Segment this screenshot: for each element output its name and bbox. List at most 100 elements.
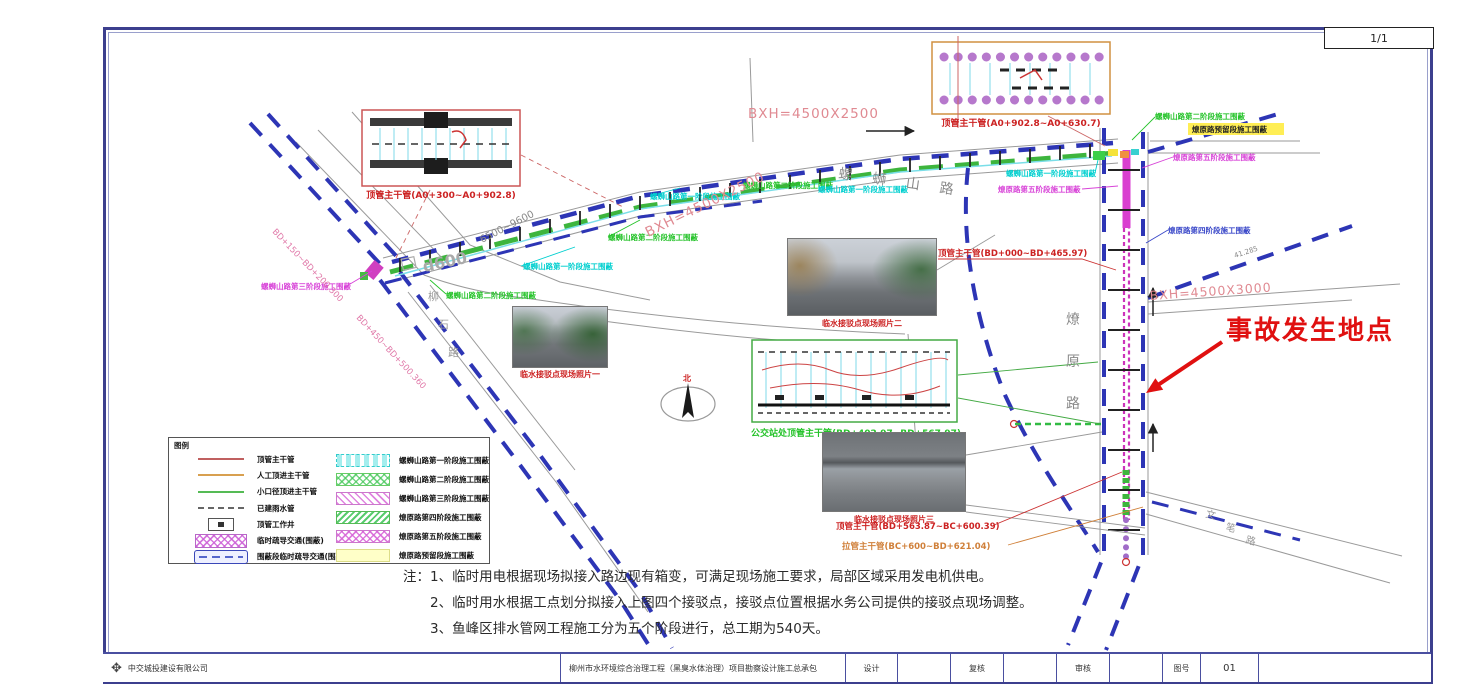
title-block: ✥ 中交城投建设有限公司 柳州市水环境综合治理工程（黑臭水体治理）项目勘察设计施… <box>103 652 1431 682</box>
road-name-branch-char: 笔 <box>1224 520 1237 535</box>
chainage-label: BD+150~BD+200.300 <box>270 227 345 304</box>
legend-item: 顶管主干管 <box>193 451 343 467</box>
phase3-hatch-symbol <box>335 492 391 505</box>
photo-caption: 临水接驳点现场照片一 <box>520 370 600 379</box>
phase-callout: 螺蛳山路第一阶段施工围蔽 <box>523 261 613 271</box>
legend-label: 螺蛳山路第一阶段施工围蔽 <box>399 456 489 465</box>
phase-callout: 螺蛳山路第一阶段施工围蔽 <box>650 191 740 201</box>
note-line: 3、鱼峰区排水管网工程施工分为五个阶段进行，总工期为540天。 <box>430 621 829 637</box>
phase-callout: 螺蛳山路第一阶段施工围蔽 <box>1006 168 1096 178</box>
manual-jacking-pipe-symbol <box>193 474 249 477</box>
review-field-label: 审核 <box>1075 663 1091 673</box>
work-shaft-symbol <box>193 517 249 531</box>
north-compass: 北 <box>660 373 716 422</box>
phase-callout-highlight <box>1188 123 1284 135</box>
phase-callout: 燎原路第五阶段施工围蔽 <box>1173 152 1256 162</box>
phase-callout: 螺蛳山路第三阶段施工围蔽 <box>261 281 351 291</box>
phase5-hatch-symbol <box>335 530 391 543</box>
legend-item: 螺蛳山路第一阶段施工围蔽 <box>335 451 489 470</box>
phase-callout: 螺蛳山路第二阶段施工围蔽 <box>743 180 833 190</box>
drawing-no-label-cell: 图号 <box>1162 654 1200 682</box>
legend-item: 围蔽段临时疏导交通(围蔽) <box>193 549 346 565</box>
road-name-vertical-char: 原 <box>1066 354 1080 370</box>
review-label-cell: 审核 <box>1056 654 1109 682</box>
legend-item: 螺蛳山路第二阶段施工围蔽 <box>335 470 489 489</box>
detail-caption: 顶管主干管(A0+902.8~A0+630.7) <box>941 117 1100 129</box>
phase-callout: 螺蛳山路第二阶段施工围蔽 <box>1155 111 1245 121</box>
pipe-callout: 顶管主干管(BD+563.87~BC+600.39) <box>836 521 1000 532</box>
check-field-label: 复核 <box>969 663 985 673</box>
accident-arrow <box>1146 340 1224 393</box>
drawing-no-value-cell: 01 <box>1200 654 1258 682</box>
phase-callout: 螺蛳山路第二阶段施工围蔽 <box>446 290 536 300</box>
page-number: 1/1 <box>1370 31 1388 45</box>
road-name-left-char: 柳 <box>428 289 439 303</box>
closure-diversion-box-symbol <box>193 549 249 564</box>
legend-item: 小口径顶进主干管 <box>193 484 343 500</box>
legend-label: 顶管工作井 <box>257 519 295 529</box>
legend-item: 燎原路预留段施工围蔽 <box>335 546 487 565</box>
pipe-chainage-callouts: 顶管主干管(BD+000~BD+465.97) 顶管主干管(BD+563.87~… <box>836 248 1144 552</box>
photo-caption: 临水接驳点现场照片二 <box>822 319 902 328</box>
legend-box: 图例 顶管主干管 人工顶进主干管 小口径顶进主干管 已建雨水管 顶管工作井 <box>168 437 490 564</box>
drawing-number: 01 <box>1223 662 1236 674</box>
photo-leader-lines <box>936 234 1146 536</box>
title-block-spare-cell <box>1258 654 1431 682</box>
road-name-vertical-char: 路 <box>1066 396 1080 412</box>
photo-caption: 临水接驳点现场照片三 <box>854 515 934 524</box>
legend-label: 小口径顶进主干管 <box>257 487 317 497</box>
project-cell: 柳州市水环境综合治理工程（黑臭水体治理）项目勘察设计施工总承包 <box>560 654 845 682</box>
road-name-left-char: 石 <box>438 318 449 331</box>
main-jacking-pipeline-green <box>389 150 1116 277</box>
detail-caption: 顶管主干管(A0+300~A0+902.8) <box>366 189 516 201</box>
legend-item: 螺蛳山路第三阶段施工围蔽 <box>335 489 489 508</box>
phase4-hatch-symbol <box>335 511 391 524</box>
legend-item: 燎原路第五阶段施工围蔽 <box>335 527 487 546</box>
chainage-label: BD+450~BD+500.360 <box>354 313 428 391</box>
design-value-cell <box>897 654 950 682</box>
legend-item: 人工顶进主干管 <box>193 467 343 483</box>
phase2-hatch-symbol <box>335 473 391 486</box>
accident-pipeline-magenta <box>1009 150 1131 567</box>
project-name: 柳州市水环境综合治理工程（黑臭水体治理）项目勘察设计施工总承包 <box>569 663 817 673</box>
manhole-ticks-vertical <box>1108 169 1140 531</box>
legend-item: 临时疏导交通(围蔽) <box>193 532 343 548</box>
phase-callout: 燎原路第五阶段施工围蔽 <box>998 184 1081 194</box>
existing-storm-pipe-symbol <box>193 507 249 510</box>
legend-left-column: 顶管主干管 人工顶进主干管 小口径顶进主干管 已建雨水管 顶管工作井 临时疏导交… <box>193 451 346 565</box>
legend-item: 顶管工作井 <box>193 516 343 532</box>
pipe-callout: 拉管主干管(BC+600~BD+621.04) <box>842 541 991 552</box>
legend-label: 螺蛳山路第三阶段施工围蔽 <box>399 494 489 503</box>
company-logo-icon: ✥ <box>111 660 122 676</box>
review-value-cell <box>1109 654 1162 682</box>
legend-label: 已建雨水管 <box>257 503 295 513</box>
company-name: 中交城投建设有限公司 <box>127 663 208 673</box>
construction-notes: 注：1、临时用电根据现场拟接入路边现有箱变，可满足现场施工要求，局部区域采用发电… <box>403 564 1033 642</box>
note-line: 注：1、临时用电根据现场拟接入路边现有箱变，可满足现场施工要求，局部区域采用发电… <box>403 569 993 585</box>
legend-title: 图例 <box>174 441 189 450</box>
phase-callout: 燎原路预留段施工围蔽 <box>1192 124 1267 134</box>
accident-location-label: 事故发生地点 <box>1226 316 1395 346</box>
pipe-callout: 顶管主干管(BD+000~BD+465.97) <box>938 248 1087 259</box>
site-photo-2 <box>787 238 937 316</box>
legend-label: 临时疏导交通(围蔽) <box>257 536 324 546</box>
legend-label: 人工顶进主干管 <box>257 470 310 480</box>
reserved-phase-symbol <box>335 549 391 562</box>
dimension-label: BXH=4500X2500 <box>748 106 879 122</box>
phase-callout: 螺蛳山路第一阶段施工围蔽 <box>818 184 908 194</box>
legend-label: 燎原路第四阶段施工围蔽 <box>399 513 482 522</box>
spot-level-label: 41.285 <box>1233 245 1259 260</box>
page-number-box: 1/1 <box>1324 27 1434 49</box>
phase-callout: 螺蛳山路第二阶段施工围蔽 <box>608 232 698 242</box>
dimension-label: BXH=4500X3000 <box>1149 280 1272 303</box>
road-name-branch-char: 路 <box>1244 533 1257 548</box>
phase-callout-labels: 螺蛳山路第一阶段施工围蔽 螺蛳山路第二阶段施工围蔽 螺蛳山路第二阶段施工围蔽 螺… <box>261 111 1284 300</box>
company-cell: ✥ 中交城投建设有限公司 <box>103 654 560 682</box>
legend-label: 顶管主干管 <box>257 454 295 464</box>
north-arrow-icon <box>682 383 694 418</box>
north-label: 北 <box>683 373 691 383</box>
jacking-main-pipe-symbol <box>193 458 249 461</box>
legend-item: 已建雨水管 <box>193 500 343 516</box>
